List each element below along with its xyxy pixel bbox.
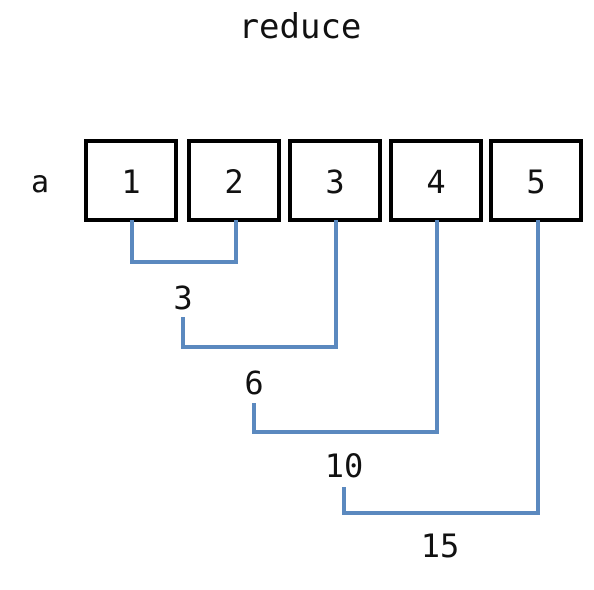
cell-value: 1 [121,163,140,201]
diagram-title: reduce [239,7,362,47]
array-cell: 4 [389,139,483,222]
cell-value: 5 [526,163,545,201]
cell-value: 3 [325,163,344,201]
array-cell: 2 [187,139,281,222]
partial-sums: 3 6 10 15 [173,279,459,565]
connector-step-4 [342,220,540,515]
partial-sum: 6 [244,364,263,402]
cell-value: 4 [426,163,445,201]
array-cell: 1 [84,139,178,222]
array-cell: 5 [489,139,583,222]
cell-box [389,139,483,222]
connector-step-3 [252,220,439,434]
reduce-connectors [130,220,540,515]
final-sum: 15 [421,527,460,565]
cell-value: 2 [224,163,243,201]
partial-sum: 10 [325,447,364,485]
partial-sum: 3 [173,279,192,317]
connector-step-1 [130,220,238,264]
array-cell: 3 [288,139,382,222]
array-cells: 1 2 3 4 5 [84,139,583,222]
connector-step-2 [181,220,338,349]
array-label: a [31,165,49,200]
